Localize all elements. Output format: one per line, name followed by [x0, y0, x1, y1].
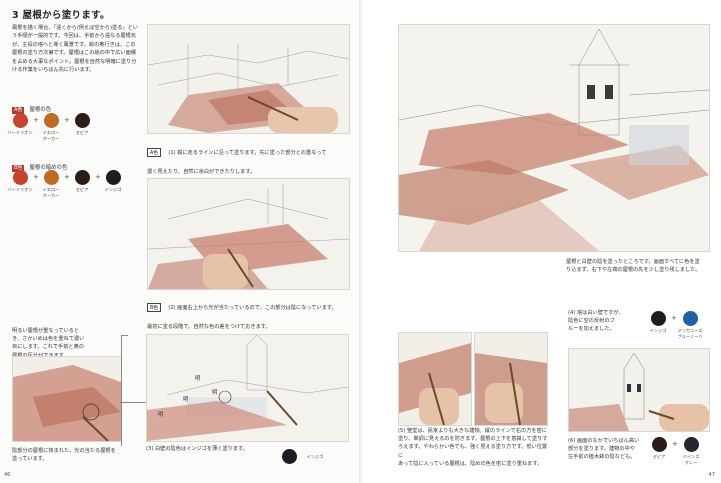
page-number-left: 46: [4, 472, 11, 478]
swatch-paynes-grey: [684, 437, 699, 452]
swatch-sepia: [75, 170, 90, 185]
main-painting-caption: 屋根と白壁の陰を塗ったところです。画面すべてに色を塗 り込まず、右下や左端の屋根…: [566, 259, 701, 274]
step5-photo-a: [398, 332, 472, 426]
callout-photo: [12, 356, 122, 442]
gutter: [359, 0, 362, 483]
callout-top-text: 明るい屋根が重なっていると き、さかいめは色を重ねて濃い 目にします。これで手前…: [12, 328, 85, 359]
page-number-right: 47: [708, 472, 715, 478]
callout-bottom-text: 陰部分の屋根に挟まれた、光の当たる屋根を 塗っています。: [12, 448, 116, 463]
swatch-name: セピア: [652, 454, 666, 459]
light-mark: 明: [183, 397, 189, 403]
swatch-yellow-ochre: [44, 170, 59, 185]
swatch-name: インジゴ: [306, 454, 324, 459]
plus-sign: +: [671, 314, 677, 322]
swatch-name: イエロー オーカー: [42, 187, 60, 198]
swatch-indigo: [651, 311, 666, 326]
plus-sign: +: [95, 173, 101, 181]
swatch-name: マンガニーズ ブルーノーバ: [677, 328, 703, 339]
palette-b-tag: B色: [12, 165, 25, 172]
palette-a-heading: A色 屋根の色: [12, 96, 51, 115]
step2-photo: [147, 178, 350, 290]
swatch-name: インジゴ: [104, 187, 122, 192]
palette-a-label: 屋根の色: [29, 107, 52, 113]
step6-text: (6) 画面のなかでいちばん高い 部分を塗ります。建物の中や 左手前の植木鉢の陰…: [568, 438, 640, 461]
light-mark: 明: [158, 412, 164, 418]
swatch-sepia: [652, 437, 667, 452]
light-mark: 明: [195, 376, 201, 382]
callout-bracket: [121, 335, 128, 446]
swatch-name: セピア: [75, 130, 89, 135]
main-painting: [398, 24, 710, 252]
plus-sign: +: [64, 116, 70, 124]
palette-b-heading: B色 屋根の暗めの色: [12, 154, 67, 173]
step3-photo: [146, 334, 349, 442]
step6-photo: [568, 348, 710, 432]
step5-text: (5) 聖堂は、民家よりも大きな建物。縦のラインで右の方を密に 塗り、単調に見え…: [398, 428, 548, 467]
swatch-name: ペインズ グレー: [682, 454, 700, 465]
plus-sign: +: [64, 173, 70, 181]
swatch-indigo: [282, 449, 297, 464]
swatch-vermilion: [13, 170, 28, 185]
swatch-name: セピア: [75, 187, 89, 192]
step1-tag: A色: [147, 148, 162, 157]
step5-photo-b: [474, 332, 548, 426]
section-title: 3 屋根から塗ります。: [12, 10, 110, 21]
plus-sign: +: [33, 173, 39, 181]
palette-a-tag: A色: [12, 107, 25, 114]
step1-caption: A色 (1) 縦に走るラインに沿って塗ります。先に塗った部分との重なって 濃く見…: [147, 139, 352, 177]
swatch-name: インジゴ: [649, 328, 667, 333]
step1-text: (1) 縦に走るラインに沿って塗ります。先に塗った部分との重なって 濃く見えたり…: [147, 150, 327, 175]
swatch-manganese-blue: [683, 311, 698, 326]
callout-connector: [120, 402, 146, 403]
swatch-name: バーミリオン: [7, 187, 33, 192]
step2-caption: B色 (2) 画面右上から光が当たっているので、この部分は陰になっています。 最…: [147, 294, 352, 332]
swatch-yellow-ochre: [44, 113, 59, 128]
intro-text: 風景を描く場合、「遠くから(例えば空から)塗る」という手順が一般的です。今回は、…: [12, 25, 138, 74]
palette-b-label: 屋根の暗めの色: [29, 165, 68, 171]
light-mark: 明: [212, 390, 218, 396]
swatch-indigo: [106, 170, 121, 185]
step4-text: (4) 塔は白い壁ですが、 陰色に空の反射のブ ルーを加えました。: [568, 310, 624, 333]
step2-text: (2) 画面右上から光が当たっているので、この部分は陰になっています。 最初に塗…: [147, 305, 337, 330]
swatch-name: バーミリオン: [7, 130, 33, 135]
swatch-sepia: [75, 113, 90, 128]
plus-sign: +: [33, 116, 39, 124]
swatch-vermilion: [13, 113, 28, 128]
plus-sign: +: [672, 440, 678, 448]
step1-photo: [147, 24, 350, 134]
step3-text: (3) 白壁の陰色はインジゴを薄く塗ります。: [146, 446, 248, 452]
swatch-name: イエロー オーカー: [42, 130, 60, 141]
step2-tag: B色: [147, 303, 162, 312]
